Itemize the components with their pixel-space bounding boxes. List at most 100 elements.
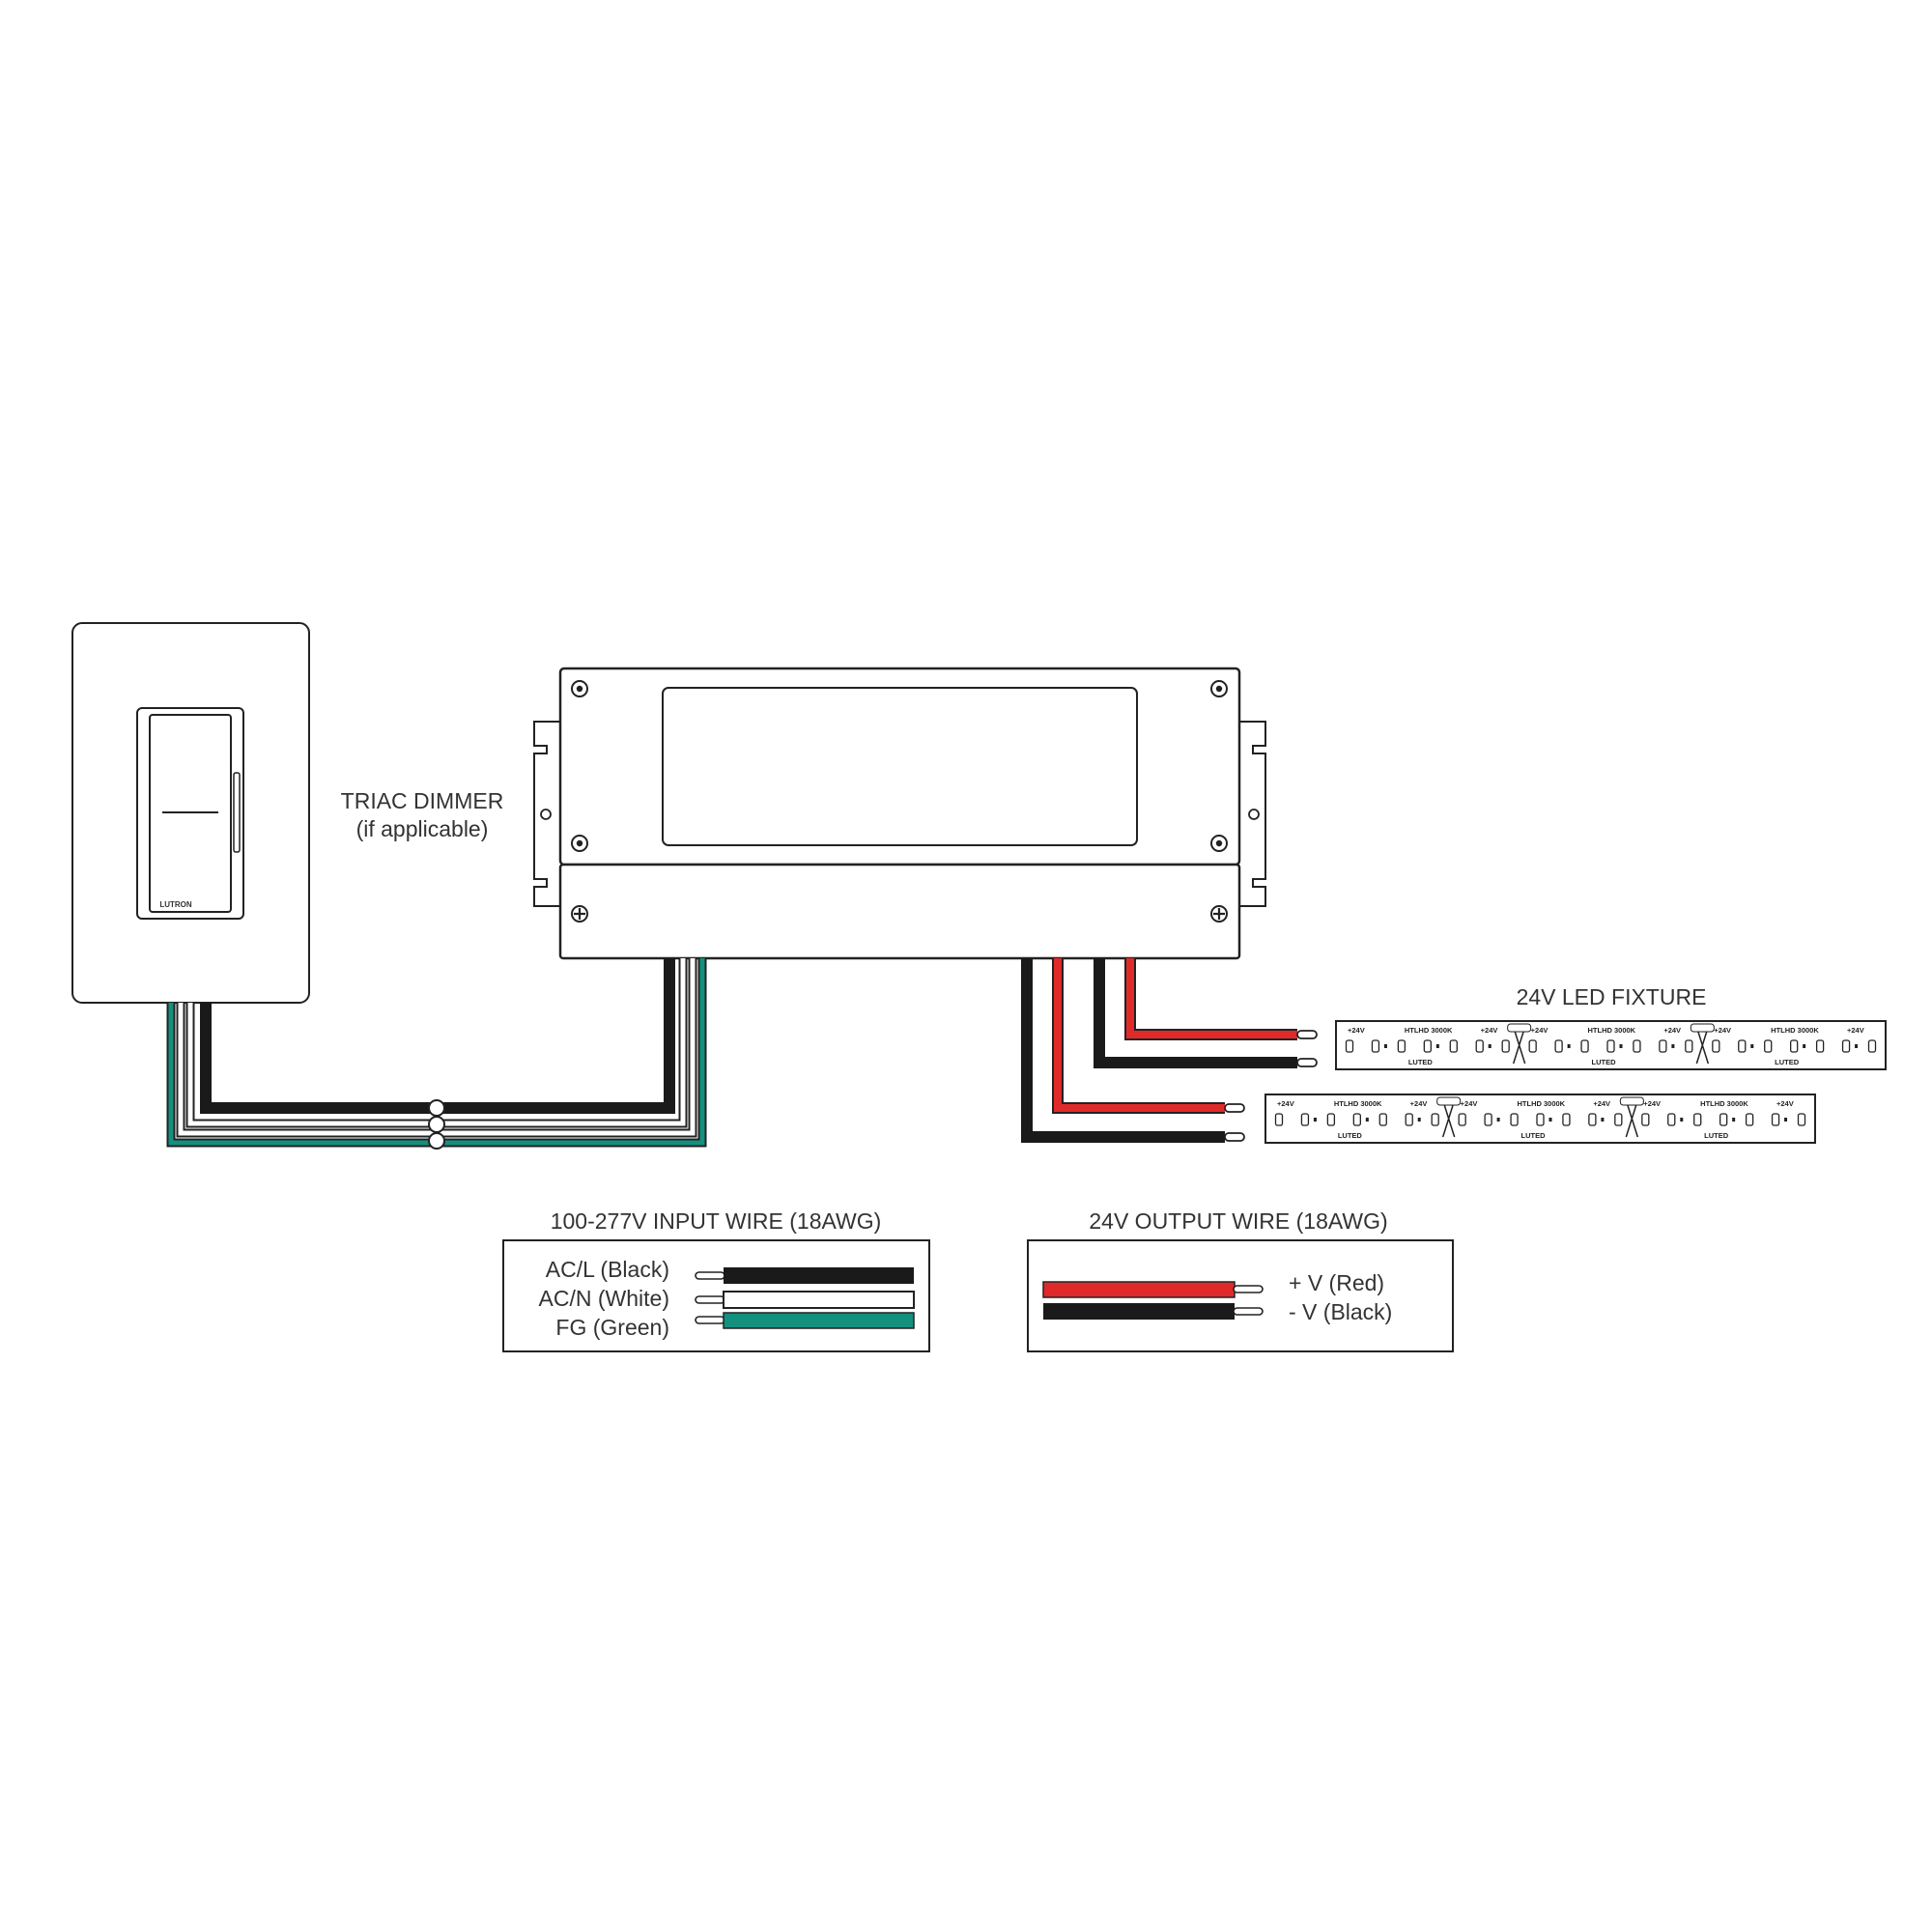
led-chip	[1405, 1113, 1413, 1126]
led-chip	[1562, 1113, 1571, 1126]
strip-voltage-text: +24V	[1277, 1099, 1294, 1108]
strip-voltage-text: +24V	[1531, 1026, 1548, 1035]
driver-right-bracket-hole	[1248, 809, 1260, 820]
led-chip	[1771, 1113, 1780, 1126]
led-chip	[1423, 1039, 1432, 1053]
led-chip	[1867, 1039, 1877, 1053]
output-legend-title: 24V OUTPUT WIRE (18AWG)	[1089, 1208, 1387, 1234]
input-legend-label-neutral: AC/N (White)	[539, 1286, 669, 1311]
strip-brand-text: LUTED	[1704, 1131, 1729, 1140]
screw-icon	[571, 905, 588, 923]
solder-pad	[1690, 1023, 1715, 1033]
wire-tip	[1296, 1058, 1318, 1067]
led-chip	[1431, 1113, 1439, 1126]
resistor	[1488, 1044, 1492, 1048]
led-chip	[1378, 1113, 1387, 1126]
strip-voltage-text: +24V	[1461, 1099, 1478, 1108]
led-chip	[1458, 1113, 1466, 1126]
dimmer-label-line1: TRIAC DIMMER	[341, 788, 504, 813]
solder-pad	[1507, 1023, 1532, 1033]
led-chip	[1685, 1039, 1693, 1053]
led-chip	[1693, 1113, 1702, 1126]
led-chip	[1764, 1039, 1773, 1053]
legend-wire-black	[724, 1267, 914, 1284]
output-wire-legend: 24V OUTPUT WIRE (18AWG) + V (Red) - V (B…	[1027, 1208, 1454, 1352]
led-chip	[1554, 1039, 1563, 1053]
cut-mark-icon	[1512, 1026, 1526, 1065]
led-chip	[1300, 1113, 1310, 1126]
strip-brand-text: LUTED	[1408, 1058, 1434, 1066]
led-chip	[1614, 1113, 1623, 1126]
cut-mark-icon	[1441, 1099, 1456, 1138]
output-wire-positive-red	[1054, 958, 1225, 1112]
output-wire-negative-black	[1094, 958, 1297, 1068]
led-chip	[1326, 1113, 1336, 1126]
led-chip	[1371, 1039, 1380, 1053]
resistor	[1567, 1044, 1571, 1048]
strip-brand-text: LUTED	[1775, 1058, 1800, 1066]
led-chip	[1606, 1039, 1615, 1053]
strip-model-text: HTLHD 3000K	[1334, 1099, 1382, 1108]
strip-model-text: HTLHD 3000K	[1588, 1026, 1636, 1035]
strip-voltage-text: +24V	[1481, 1026, 1498, 1035]
resistor	[1601, 1118, 1605, 1122]
led-chip	[1712, 1039, 1720, 1053]
led-chip	[1633, 1039, 1641, 1053]
strip-voltage-text: +24V	[1847, 1026, 1864, 1035]
driver-bottom-section	[558, 863, 1241, 960]
resistor	[1750, 1044, 1754, 1048]
input-wire-bundle	[166, 958, 707, 1150]
led-chip	[1667, 1113, 1676, 1126]
strip-brand-text: LUTED	[1521, 1131, 1547, 1140]
wire-tip	[695, 1316, 725, 1324]
cut-mark-icon	[1625, 1099, 1639, 1138]
led-chip	[1528, 1039, 1537, 1053]
resistor	[1855, 1044, 1859, 1048]
led-chip	[1397, 1039, 1406, 1053]
solder-pad	[1436, 1096, 1462, 1106]
resistor	[1365, 1118, 1369, 1122]
led-chip	[1790, 1039, 1799, 1053]
resistor	[1784, 1118, 1788, 1122]
wire-tip	[1233, 1307, 1264, 1316]
cut-mark-icon	[1695, 1026, 1710, 1065]
dimmer-brand-logo: LUTRON	[159, 900, 192, 909]
wire-tip	[695, 1295, 725, 1304]
screw-icon	[1210, 905, 1228, 923]
strip-model-text: HTLHD 3000K	[1771, 1026, 1819, 1035]
strip-model-text: HTLHD 3000K	[1405, 1026, 1453, 1035]
input-wire-legend: 100-277V INPUT WIRE (18AWG) AC/L (Black)…	[502, 1208, 930, 1352]
led-chip	[1815, 1039, 1825, 1053]
led-chip	[1352, 1113, 1361, 1126]
wire-tip	[1296, 1030, 1318, 1039]
led-chip	[1274, 1113, 1284, 1126]
led-chip	[1738, 1039, 1747, 1053]
resistor	[1803, 1044, 1806, 1048]
led-driver	[533, 667, 1266, 960]
legend-wire-red	[1042, 1281, 1236, 1298]
strip-voltage-text: +24V	[1348, 1026, 1365, 1035]
driver-label-panel	[662, 687, 1138, 846]
strip-brand-text: LUTED	[1338, 1131, 1363, 1140]
wire-tip	[695, 1271, 725, 1280]
output-wire-positive-red	[1124, 958, 1297, 1040]
output-wire-bundle	[1021, 958, 1318, 1143]
wire-splice	[428, 1099, 445, 1117]
output-wire-positive-red	[1126, 958, 1297, 1038]
led-chip	[1510, 1113, 1519, 1126]
input-legend-label-line: AC/L (Black)	[546, 1257, 669, 1282]
strip-voltage-text: +24V	[1663, 1026, 1681, 1035]
led-chip	[1797, 1113, 1806, 1126]
resistor	[1680, 1118, 1684, 1122]
input-legend-label-ground: FG (Green)	[555, 1315, 669, 1340]
strip-voltage-text: +24V	[1714, 1026, 1731, 1035]
strip-voltage-text: +24V	[1593, 1099, 1610, 1108]
fixture-label: 24V LED FIXTURE	[1517, 984, 1707, 1009]
led-chip	[1501, 1039, 1510, 1053]
strip-model-text: HTLHD 3000K	[1518, 1099, 1566, 1108]
wire-splice	[428, 1116, 445, 1133]
dimmer-slider	[233, 772, 241, 853]
resistor	[1313, 1118, 1317, 1122]
